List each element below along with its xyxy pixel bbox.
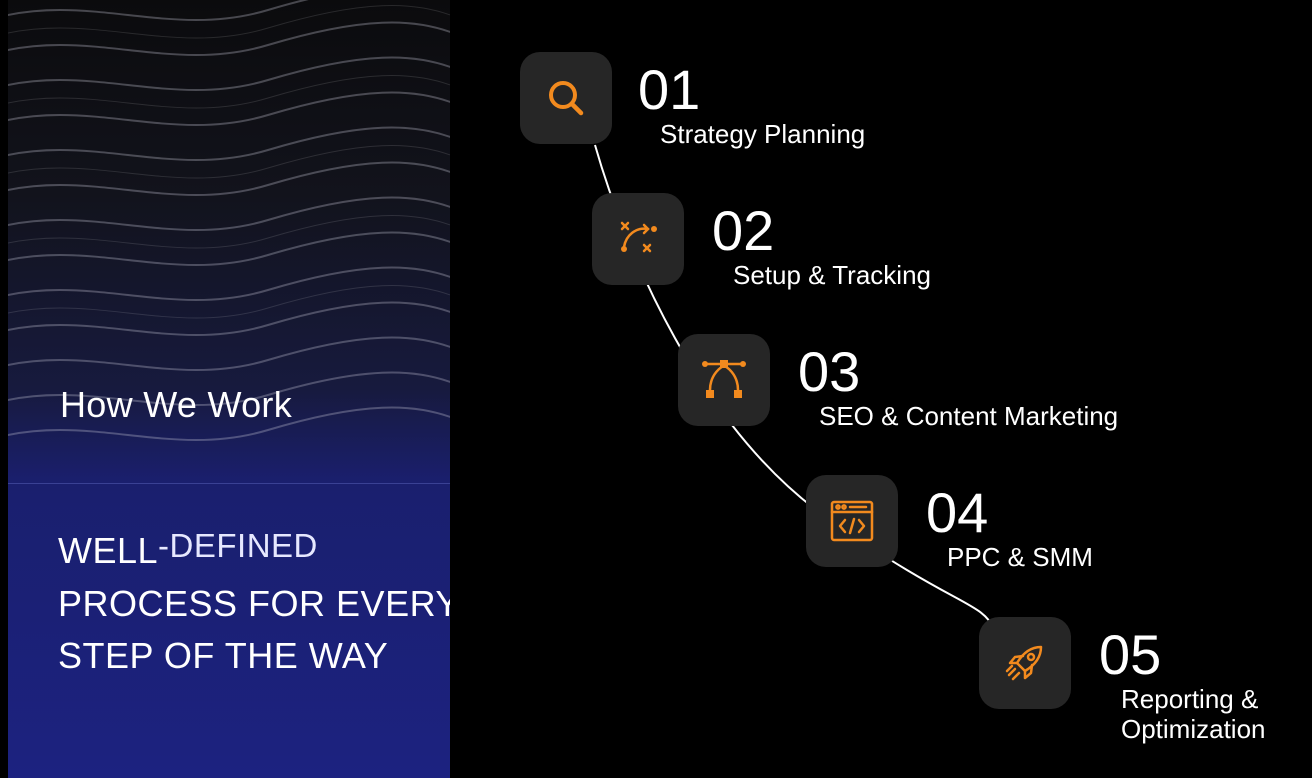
headline-line-2: PROCESS FOR EVERY [58, 583, 450, 624]
step-4-title: PPC & SMM [947, 542, 1093, 572]
section-label: How We Work [60, 384, 293, 425]
hero-panel: How We Work WELL-DEFINED PROCESS FOR EVE… [8, 0, 450, 778]
step-2-number: 02 [712, 199, 775, 262]
step-5-title-line-2: Optimization [1121, 714, 1266, 744]
step-5-number: 05 [1099, 623, 1162, 686]
step-1-title: Strategy Planning [660, 119, 866, 149]
step-4-number: 04 [926, 481, 989, 544]
process-steps: 01 Strategy Planning 02 Setup & Tracking [450, 0, 1312, 778]
step-5-icon-tile [979, 617, 1071, 709]
headline: WELL-DEFINED PROCESS FOR EVERY STEP OF T… [58, 525, 450, 682]
code-window-icon [830, 500, 874, 542]
step-3-number: 03 [798, 340, 861, 403]
step-1-number: 01 [638, 58, 701, 121]
step-5-title: Reporting & Optimization [1121, 684, 1266, 744]
headline-part-light: -DEFINED [158, 527, 318, 564]
step-4-icon-tile [806, 475, 898, 567]
headline-part-bold: WELL [58, 530, 159, 571]
divider [8, 483, 450, 484]
wave-pattern-background [8, 0, 450, 441]
step-3-icon-tile [678, 334, 770, 426]
step-2-title: Setup & Tracking [733, 260, 931, 290]
headline-line-1: WELL-DEFINED [58, 525, 450, 578]
step-2-icon-tile [592, 193, 684, 285]
headline-line-3: STEP OF THE WAY [58, 635, 389, 676]
step-5-title-line-1: Reporting & [1121, 684, 1259, 714]
vector-path-icon [702, 360, 746, 398]
search-icon [549, 81, 584, 116]
rocket-icon [1005, 645, 1043, 681]
step-3-title: SEO & Content Marketing [819, 401, 1119, 431]
step-1-icon-tile [520, 52, 612, 144]
strategy-play-icon [620, 221, 657, 253]
